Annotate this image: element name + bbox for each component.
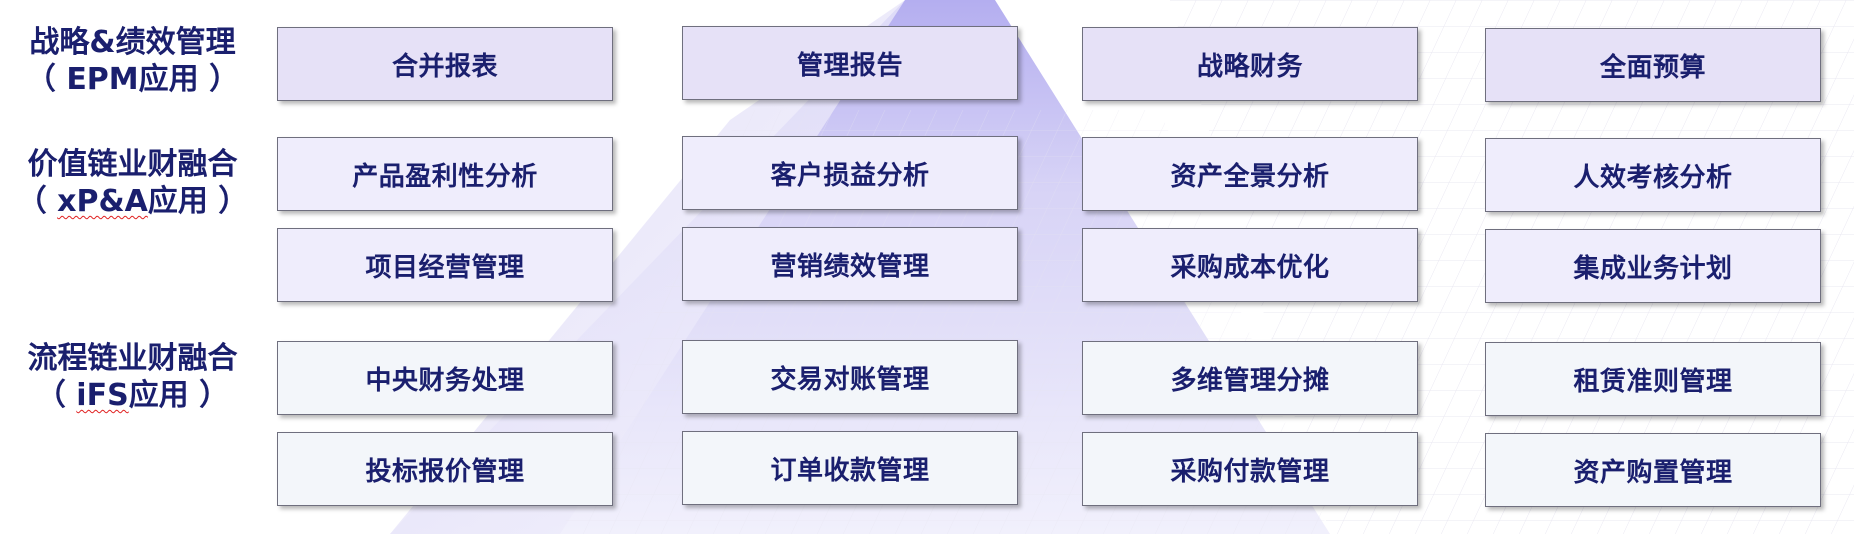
box-asset-panorama: 资产全景分析 <box>1082 137 1418 211</box>
box-management-report: 管理报告 <box>682 26 1018 100</box>
xpa-title-line1: 价值链业财融合 <box>27 147 238 182</box>
box-bid-quotation: 投标报价管理 <box>277 432 613 506</box>
box-asset-acquisition: 资产购置管理 <box>1485 433 1821 507</box>
xpa-title-spellcheck-word: xP&A <box>57 184 148 219</box>
xpa-title-line2: （ xP&A应用 ） <box>0 183 265 220</box>
epm-title-line2: （ EPM应用 ） <box>25 62 240 97</box>
xpa-row-title: 价值链业财融合 （ xP&A应用 ） <box>0 146 265 220</box>
ifs-title-line1: 流程链业财融合 <box>27 341 238 376</box>
box-central-finance: 中央财务处理 <box>277 341 613 415</box>
box-transaction-reconciliation: 交易对账管理 <box>682 340 1018 414</box>
xpa-title-suffix: 应用 ） <box>147 184 249 219</box>
ifs-title-line2: （ iFS应用 ） <box>0 377 265 414</box>
ifs-title-suffix: 应用 ） <box>128 378 230 413</box>
box-integrated-business-plan: 集成业务计划 <box>1485 229 1821 303</box>
box-product-profitability: 产品盈利性分析 <box>277 137 613 211</box>
box-marketing-performance: 营销绩效管理 <box>682 227 1018 301</box>
box-order-to-cash: 订单收款管理 <box>682 431 1018 505</box>
box-multidim-allocation: 多维管理分摊 <box>1082 341 1418 415</box>
box-procurement-cost: 采购成本优化 <box>1082 228 1418 302</box>
box-project-operation: 项目经营管理 <box>277 228 613 302</box>
ifs-title-prefix: （ <box>35 378 77 413</box>
box-procure-to-pay: 采购付款管理 <box>1082 432 1418 506</box>
box-strategic-finance: 战略财务 <box>1082 27 1418 101</box>
box-comprehensive-budget: 全面预算 <box>1485 28 1821 102</box>
ifs-row-title: 流程链业财融合 （ iFS应用 ） <box>0 340 265 414</box>
box-consolidated-statements: 合并报表 <box>277 27 613 101</box>
box-hr-efficiency: 人效考核分析 <box>1485 138 1821 212</box>
epm-title-line1: 战略&绩效管理 <box>29 25 236 60</box>
ifs-title-spellcheck-word: iFS <box>76 378 129 413</box>
epm-row-title: 战略&绩效管理 （ EPM应用 ） <box>0 24 265 98</box>
box-customer-pnl: 客户损益分析 <box>682 136 1018 210</box>
box-lease-standard: 租赁准则管理 <box>1485 342 1821 416</box>
xpa-title-prefix: （ <box>16 184 58 219</box>
